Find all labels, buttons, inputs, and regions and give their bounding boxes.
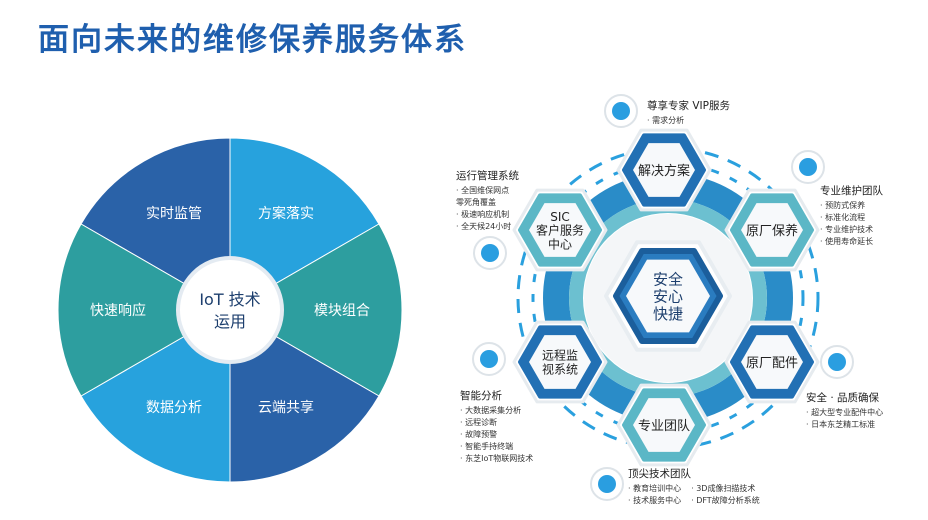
hex-inner — [741, 335, 803, 389]
callout-title: 尊享专家 VIP服务 — [647, 100, 730, 112]
callout-title: 顶尖技术团队 — [628, 468, 691, 480]
hex-inner — [633, 398, 695, 452]
callout-ops: 运行管理系统全国维保网点 零死角覆盖极速响应机制全天候24小时 — [456, 168, 519, 233]
pie-center-line1: IoT 技术 — [199, 290, 260, 309]
callout-item: 使用寿命延长 — [820, 236, 883, 248]
user-icon-glyph — [612, 102, 630, 120]
inner-dashed-ring — [531, 161, 805, 435]
hex-label: 安全 — [653, 270, 683, 288]
callout-item: 东芝IoT物联网技术 — [460, 453, 533, 465]
pie-center-circle — [176, 256, 284, 364]
pie-segment — [229, 223, 403, 397]
pie-segment-label: 云端共享 — [258, 399, 314, 416]
callout-item: 技术服务中心 — [628, 495, 681, 507]
phone-icon-glyph — [481, 244, 499, 262]
page-title: 面向未来的维修保养服务体系 — [38, 22, 467, 58]
pie-segment — [80, 137, 231, 311]
callout-item: 全天候24小时 — [456, 221, 519, 233]
callout-title: 智能分析 — [460, 390, 502, 402]
hex-label: 快捷 — [653, 305, 683, 323]
callout-item: 大数据采集分析 — [460, 405, 533, 417]
callout-item: 教育培训中心 — [628, 483, 681, 495]
pie-segment — [229, 309, 380, 483]
callout-item: 日本东芝精工标准 — [806, 419, 883, 431]
pie-segment-label: 快速响应 — [90, 302, 146, 319]
pie-segment-label: 模块组合 — [314, 303, 370, 319]
callout-quality: 安全 · 品质确保超大型专业配件中心日本东芝精工标准 — [806, 390, 883, 431]
callout-item: 需求分析 — [647, 115, 730, 127]
hex-label: 原厂保养 — [746, 223, 798, 239]
pie-segment — [57, 223, 232, 397]
hex-label: 安心 — [653, 288, 683, 306]
pie-segment — [229, 137, 380, 311]
callout-item: 标准化流程 — [820, 212, 883, 224]
hex-label: 中心 — [548, 236, 572, 251]
callout-item: 专业维护技术 — [820, 224, 883, 236]
callout-tech: 顶尖技术团队教育培训中心 3D成像扫描技术技术服务中心 DFT故障分析系统 — [628, 466, 760, 507]
hex-inner — [741, 203, 803, 257]
center-hex-inner — [626, 259, 710, 333]
callout-item: 故障预警 — [460, 429, 533, 441]
pie-center-line2: 运用 — [214, 312, 246, 331]
pie-segment — [80, 309, 231, 483]
hex-label: 专业团队 — [638, 419, 690, 434]
callout-item: 极速响应机制 — [456, 209, 519, 221]
globe-icon-glyph — [480, 350, 498, 368]
callout-item: 远程诊断 — [460, 417, 533, 429]
callout-item: 预防式保养 — [820, 200, 883, 212]
hex-label: 客户服务 — [536, 223, 584, 238]
callout-smart: 智能分析大数据采集分析远程诊断故障预警智能手持终端东芝IoT物联网技术 — [460, 388, 533, 465]
hex-label: 远程监 — [542, 348, 578, 363]
callout-vip: 尊享专家 VIP服务需求分析 — [647, 98, 730, 127]
callout-item: 超大型专业配件中心 — [806, 407, 883, 419]
gears-icon-glyph — [828, 353, 846, 371]
callout-item: 3D成像扫描技术 — [691, 483, 760, 495]
pie-segment-label: 方案落实 — [258, 205, 314, 222]
callout-title: 专业维护团队 — [820, 185, 883, 197]
hex-inner — [529, 335, 591, 389]
callout-title: 安全 · 品质确保 — [806, 392, 880, 404]
pie-segment-label: 实时监管 — [146, 206, 202, 222]
pie-segment-label: 数据分析 — [146, 400, 202, 416]
hex-inner — [633, 143, 695, 197]
callout-title: 运行管理系统 — [456, 170, 519, 182]
callout-item: 智能手持终端 — [460, 441, 533, 453]
callout-maint: 专业维护团队预防式保养标准化流程专业维护技术使用寿命延长 — [820, 183, 883, 248]
hex-label: 原厂配件 — [746, 356, 798, 371]
callout-item: 全国维保网点 零死角覆盖 — [456, 185, 519, 209]
team-icon-glyph — [598, 475, 616, 493]
hex-label: SIC — [550, 210, 570, 224]
hex-inner — [529, 203, 591, 257]
hex-label: 视系统 — [542, 361, 578, 376]
runner-icon-glyph — [799, 158, 817, 176]
hex-label: 解决方案 — [638, 163, 690, 179]
callout-item: DFT故障分析系统 — [691, 495, 760, 507]
